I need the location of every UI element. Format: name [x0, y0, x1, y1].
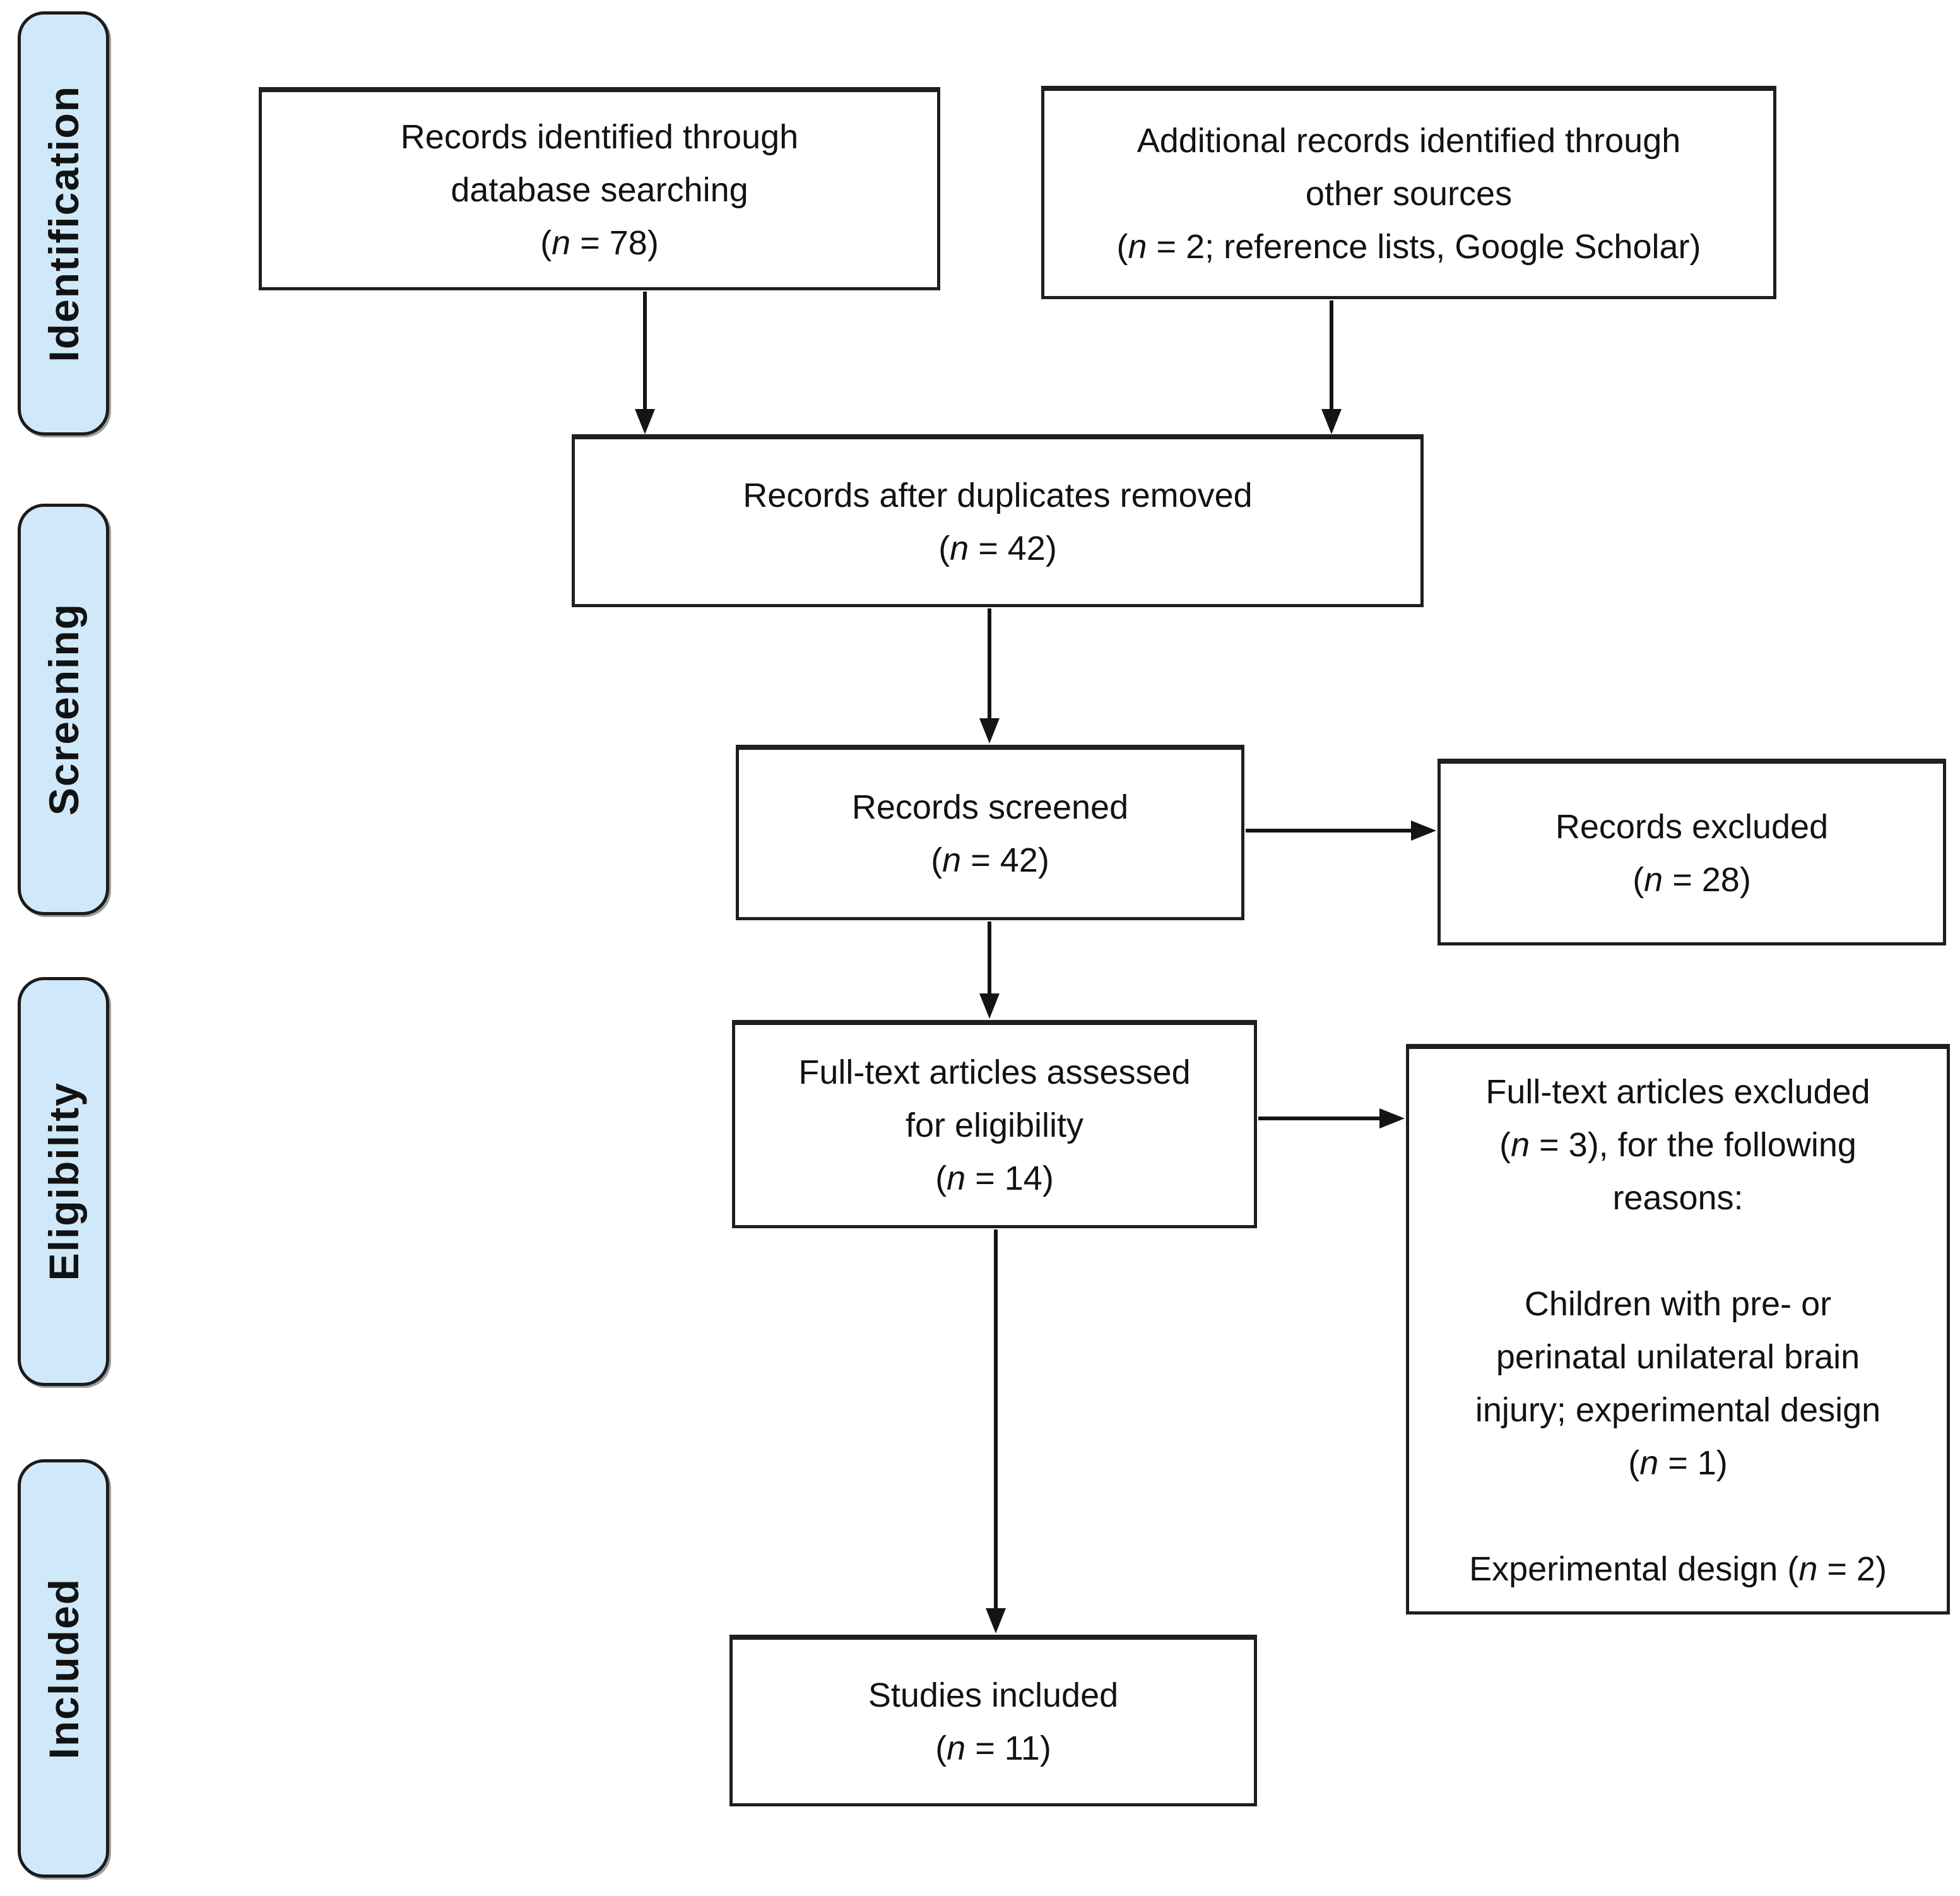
arrow-shaft — [988, 608, 991, 718]
box-records-after-duplicates: Records after duplicates removed(n = 42) — [572, 434, 1424, 607]
stage-included: Included — [18, 1459, 109, 1878]
arrowhead-down-icon — [979, 993, 1000, 1019]
arrow-screened-to-fulltext — [979, 921, 1000, 1019]
stage-eligibility: Eligibility — [18, 977, 109, 1386]
box-text: Studies included(n = 11) — [868, 1676, 1119, 1767]
box-text: Records after duplicates removed(n = 42) — [743, 476, 1253, 567]
arrow-fulltext-to-included — [986, 1229, 1006, 1633]
arrow-duplicates-to-screened — [979, 608, 1000, 744]
arrowhead-down-icon — [1321, 409, 1342, 434]
arrow-shaft — [1246, 829, 1411, 832]
stage-screening: Screening — [18, 504, 109, 915]
stage-label: Eligibility — [40, 1082, 87, 1281]
stage-identification: Identification — [18, 11, 109, 435]
box-text: Records screened(n = 42) — [851, 788, 1129, 879]
box-records-excluded: Records excluded(n = 28) — [1438, 759, 1946, 945]
arrow-shaft — [994, 1229, 998, 1608]
stage-label: Screening — [40, 603, 87, 816]
arrow-shaft — [1258, 1117, 1379, 1120]
stage-label: Included — [40, 1577, 87, 1760]
arrowhead-down-icon — [979, 718, 1000, 744]
stage-label: Identification — [40, 85, 87, 362]
arrowhead-down-icon — [986, 1608, 1006, 1633]
arrow-screened-to-excluded — [1246, 821, 1436, 841]
arrow-fulltext-to-fulltext-excluded — [1258, 1108, 1405, 1129]
arrow-shaft — [988, 921, 991, 993]
arrowhead-down-icon — [635, 409, 655, 434]
arrow-additional-to-duplicates — [1321, 300, 1342, 434]
arrow-identified-to-duplicates — [635, 292, 655, 434]
box-studies-included: Studies included(n = 11) — [729, 1635, 1257, 1806]
arrow-shaft — [643, 292, 647, 409]
box-fulltext-excluded: Full-text articles excluded(n = 3), for … — [1406, 1044, 1950, 1615]
box-text: Full-text articles excluded(n = 3), for … — [1469, 1072, 1887, 1588]
arrowhead-right-icon — [1411, 821, 1436, 841]
arrowhead-right-icon — [1379, 1108, 1405, 1129]
arrow-shaft — [1330, 300, 1333, 409]
box-records-screened: Records screened(n = 42) — [736, 745, 1244, 920]
box-text: Records excluded(n = 28) — [1555, 807, 1829, 899]
